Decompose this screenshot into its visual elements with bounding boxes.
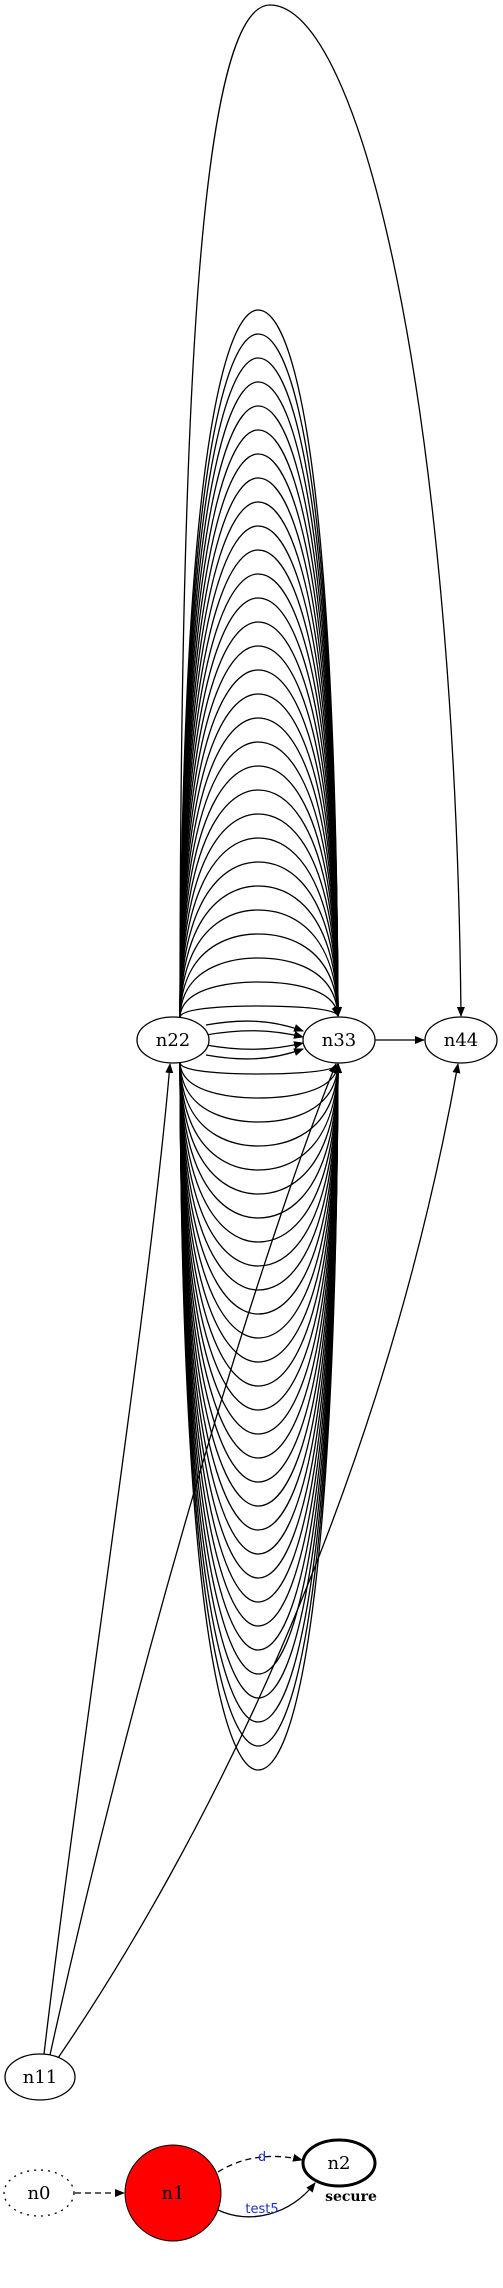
edge-n22-n33 (179, 1062, 342, 1219)
edge-n22-n33 (179, 309, 342, 1018)
edge-n22-n33 (179, 1062, 342, 1651)
edge-n22-n33 (179, 1062, 342, 1555)
node-n22-label: n22 (156, 1030, 191, 1051)
edge-n22-n33 (179, 1062, 342, 1315)
edge-n22-n33 (179, 453, 342, 1018)
edge-n22-n33 (179, 405, 342, 1018)
edge-n22-n33 (179, 933, 342, 1018)
edge-n22-n33 (179, 1062, 342, 1771)
node-n22[interactable]: n22 (136, 1016, 210, 1064)
edge-n22-n33 (179, 1062, 340, 1075)
edge-n22-n33 (179, 1062, 342, 1507)
node-n33-shape (302, 1016, 376, 1064)
node-n22-shape (136, 1016, 210, 1064)
edge-n22-n33 (179, 1062, 342, 1699)
edge-n11-n22 (43, 1063, 174, 2055)
edge-n22-n33 (179, 357, 342, 1018)
edge-n22-n33 (179, 861, 342, 1018)
edge-n22-n33 (179, 525, 342, 1018)
edge-n22-n33 (179, 621, 342, 1018)
edge-n22-n33 (179, 597, 342, 1018)
edge-n22-n33 (179, 1062, 342, 1099)
node-layer: n44 n33 n22 n11 n0 n1 n2 s (3, 1016, 498, 2242)
edge-label-test5: test5 (245, 2202, 278, 2217)
edge-n22-n33 (179, 573, 342, 1018)
edge-n22-n33 (205, 1041, 304, 1050)
edge-n22-n33 (179, 1062, 342, 1531)
edge-n22-n33 (179, 549, 342, 1018)
node-n1-shape (124, 2144, 222, 2242)
node-n0-label: n0 (27, 2183, 50, 2204)
edge-n22-n33 (179, 429, 342, 1018)
node-n11[interactable]: n11 (4, 2053, 76, 2101)
edge-n22-n33 (179, 693, 342, 1018)
node-n2-shape (301, 2138, 377, 2188)
edge-n22-n33 (179, 477, 342, 1018)
edge-n22-n33 (179, 765, 342, 1018)
node-n2-xlabel: secure (325, 2189, 377, 2205)
node-n2[interactable]: n2 secure (301, 2138, 377, 2205)
edge-n22-n33 (179, 1062, 342, 1603)
edge-n22-n33 (179, 1062, 342, 1579)
edge-n22-n33 (179, 1062, 342, 1363)
edge-n22-n33 (179, 1062, 342, 1459)
edge-n22-n33 (179, 909, 342, 1018)
edge-n22-n33 (179, 885, 342, 1018)
edge-n22-n33 (205, 1048, 304, 1060)
node-n11-shape (4, 2053, 76, 2101)
edge-n22-n33 (179, 1062, 342, 1291)
edge-n22-n33 (179, 333, 342, 1018)
edge-n1-n2-solid (217, 2182, 316, 2218)
edge-n22-n33 (179, 717, 342, 1018)
node-n33[interactable]: n33 (302, 1016, 376, 1064)
node-n11-label: n11 (23, 2067, 58, 2088)
edge-n1-n2-dashed (217, 2153, 303, 2173)
edge-layer (43, 4, 465, 2218)
edge-n22-n33 (179, 645, 342, 1018)
edge-n22-n33 (179, 1062, 342, 1267)
edge-n22-n33 (179, 1062, 342, 1411)
edge-n22-n33 (179, 1062, 342, 1675)
edge-n22-n33 (179, 1062, 342, 1747)
edge-n22-n33 (179, 1062, 342, 1147)
edge-n22-n33 (179, 1062, 342, 1243)
node-n0[interactable]: n0 (3, 2169, 75, 2217)
edge-n22-n33 (179, 1005, 340, 1018)
edge-n22-n33 (179, 1062, 342, 1195)
edge-n22-n33 (179, 381, 342, 1018)
node-n0-shape (3, 2169, 75, 2217)
edge-n11-n33 (49, 1063, 337, 2056)
edge-n22-n33 (179, 1062, 342, 1435)
edge-n22-n33 (179, 741, 342, 1018)
node-n44-label: n44 (444, 1030, 479, 1051)
edge-n22-n33 (179, 1062, 342, 1387)
node-n44[interactable]: n44 (424, 1016, 498, 1064)
node-n44-shape (424, 1016, 498, 1064)
node-n33-label: n33 (322, 1030, 357, 1051)
edge-n22-n33 (179, 1062, 342, 1171)
edge-n22-n44 (179, 4, 465, 1018)
edge-n22-n33 (179, 957, 342, 1018)
edge-n11-n44 (57, 1063, 461, 2059)
edge-n22-n33 (179, 1062, 342, 1723)
edge-n22-n33 (179, 1062, 342, 1627)
node-n2-label: n2 (327, 2153, 350, 2174)
edge-n22-n33 (179, 789, 342, 1018)
node-n1-label: n1 (161, 2183, 184, 2204)
edge-n22-n33 (179, 837, 342, 1018)
edge-n22-n33 (179, 669, 342, 1018)
edge-n22-n33 (205, 1020, 304, 1032)
edge-label-d: d (258, 2150, 266, 2165)
edge-n22-n33 (205, 1030, 304, 1039)
edge-n22-n33 (179, 1062, 342, 1483)
edge-n22-n33 (179, 501, 342, 1018)
edge-n22-n33 (179, 981, 342, 1018)
edge-n22-n33 (179, 813, 342, 1018)
node-n1[interactable]: n1 (124, 2144, 222, 2242)
edge-n22-n33 (179, 1062, 342, 1339)
